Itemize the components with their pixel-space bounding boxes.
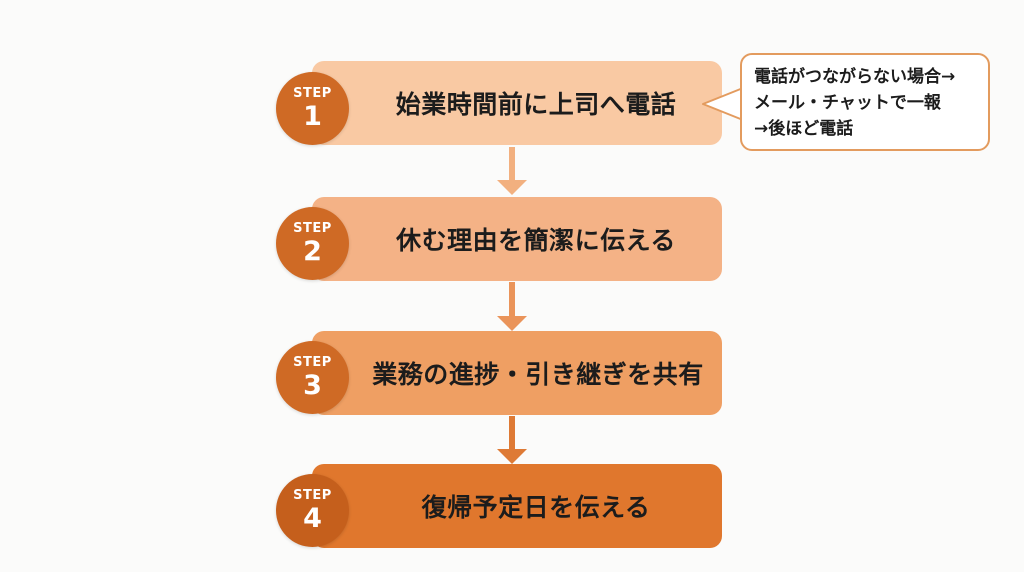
step-4-badge-number: 4 [303,502,322,534]
step-3-label: 業務の進捗・引き継ぎを共有 [372,360,704,389]
step-2-badge-word: STEP [293,220,332,236]
step-3-box: 業務の進捗・引き継ぎを共有 [312,331,722,415]
step-3-badge-number: 3 [303,369,322,401]
arrow-step-2-to-3 [497,282,527,331]
arrow-step-1-to-2 [497,147,527,195]
step-4-badge-word: STEP [293,487,332,503]
step-3-badge-word: STEP [293,354,332,370]
step-4-label: 復帰予定日を伝える [421,493,651,522]
step-1-box: 始業時間前に上司へ電話 [312,61,722,145]
step-4-badge: STEP 4 [276,474,349,547]
callout-note: 電話がつながらない場合→ メール・チャットで一報 →後ほど電話 [740,53,990,151]
arrow-step-3-to-4 [497,416,527,464]
callout-line-1: 電話がつながらない場合→ [754,67,956,87]
step-2-badge-number: 2 [303,235,322,267]
step-1-label: 始業時間前に上司へ電話 [395,90,677,119]
step-1-badge-word: STEP [293,85,332,101]
step-4-box: 復帰予定日を伝える [312,464,722,548]
step-2-label: 休む理由を簡潔に伝える [396,226,676,255]
step-2-box: 休む理由を簡潔に伝える [312,197,722,281]
callout-line-3: →後ほど電話 [754,119,854,139]
step-3-badge: STEP 3 [276,341,349,414]
step-1-badge-number: 1 [303,100,322,132]
step-1-badge: STEP 1 [276,72,349,145]
step-2-badge: STEP 2 [276,207,349,280]
callout-line-2: メール・チャットで一報 [754,93,941,113]
